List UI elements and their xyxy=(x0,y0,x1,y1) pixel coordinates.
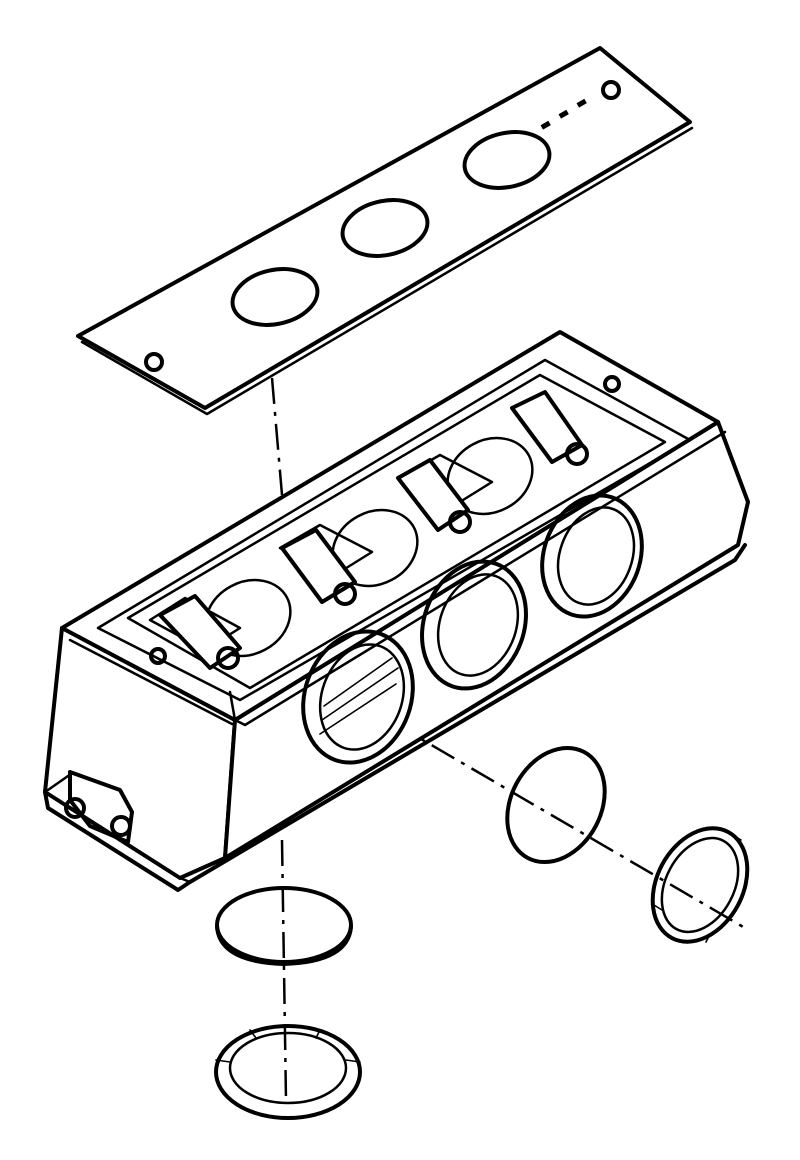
side-filter-disc xyxy=(505,745,607,865)
housing-screw-right xyxy=(603,375,621,393)
bottom-axis-line xyxy=(280,839,288,1101)
housing-top-rim xyxy=(96,358,692,702)
bottom-retaining-ring xyxy=(214,1024,362,1120)
clamp-screw-2 xyxy=(333,582,357,606)
clamp-screw-1 xyxy=(216,646,240,670)
filter-ports xyxy=(301,493,644,765)
housing-screw-left xyxy=(149,647,167,665)
lever-knob xyxy=(110,815,132,837)
lever-pivot xyxy=(64,797,86,819)
clamp-screw-3 xyxy=(448,510,472,534)
cover-plate-edge xyxy=(80,126,694,416)
housing-front-chamfer xyxy=(233,430,727,727)
side-ring-notches xyxy=(653,834,742,943)
side-axis-line xyxy=(391,720,746,930)
explode-axes xyxy=(270,377,746,1101)
cover-marks xyxy=(540,98,587,130)
bottom-disc-edge xyxy=(215,925,353,966)
lever-tab xyxy=(46,774,70,792)
bottom-ring-outer xyxy=(214,1024,362,1120)
cover-hole-2 xyxy=(340,198,430,258)
cover-plate-outline xyxy=(76,46,692,410)
bottom-ring-inner xyxy=(228,1031,348,1105)
cover-plate xyxy=(76,46,694,416)
cover-screw-hole-right xyxy=(601,80,621,100)
housing-corner-edge xyxy=(228,690,237,722)
side-retaining-ring xyxy=(650,826,750,944)
cover-hole-1 xyxy=(230,267,320,327)
clamp-block-3 xyxy=(396,458,470,532)
cover-mark-2 xyxy=(558,109,569,119)
housing-base-edge xyxy=(178,876,192,884)
bottom-ring-notches xyxy=(215,1029,361,1063)
side-ring-inner xyxy=(660,836,740,934)
cover-mark-1 xyxy=(540,120,551,130)
filter-port-3-inner xyxy=(556,506,636,606)
clamp-screw-4 xyxy=(565,442,589,466)
locking-lever xyxy=(46,770,134,844)
cover-hole-3 xyxy=(462,130,552,190)
filter-port-1-threads xyxy=(319,657,399,735)
filter-port-1 xyxy=(301,629,415,765)
clamp-blocks xyxy=(158,390,584,670)
cover-axis-line xyxy=(270,377,284,496)
housing-base-foot xyxy=(43,543,747,892)
cover-screw-hole-left xyxy=(144,352,164,372)
bottom-filter-disc xyxy=(215,886,353,966)
side-ring-outer xyxy=(650,826,750,944)
clamp-screws xyxy=(149,375,621,670)
clamp-block-2 xyxy=(280,528,357,604)
filter-port-1-inner xyxy=(318,643,406,751)
filter-housing xyxy=(43,330,750,892)
filter-port-3 xyxy=(540,493,644,619)
filter-port-2-inner xyxy=(436,573,520,677)
housing-end-chamfer xyxy=(68,638,234,726)
filter-port-2 xyxy=(420,559,528,691)
cover-mark-3 xyxy=(576,98,587,108)
